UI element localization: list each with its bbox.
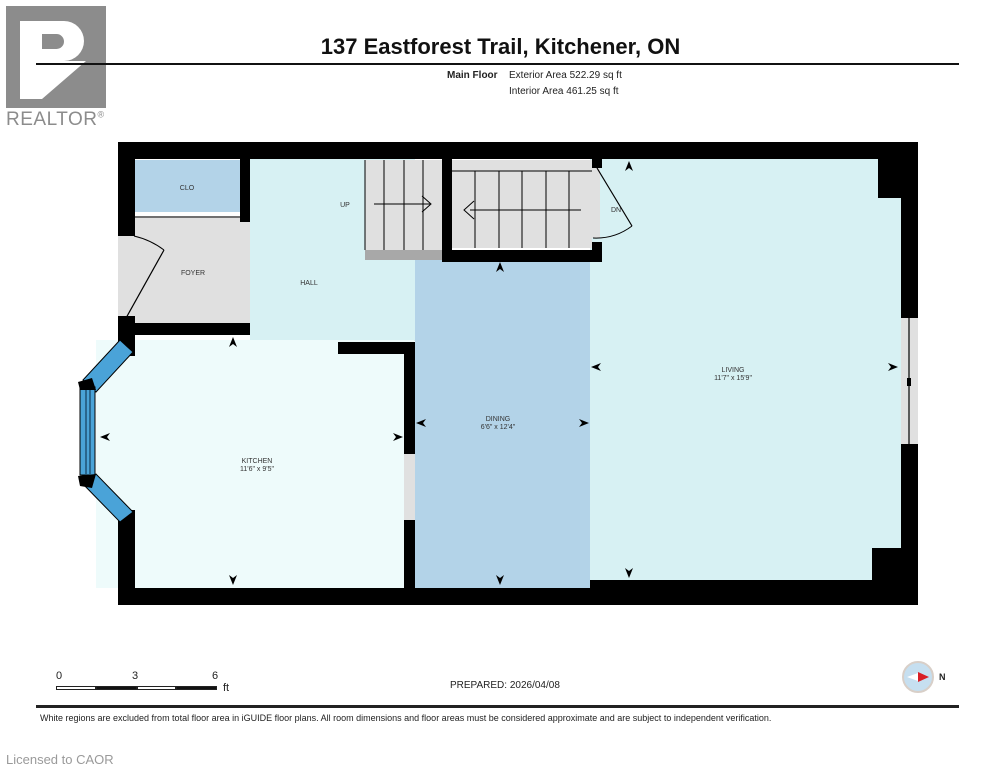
walls	[118, 142, 918, 605]
realtor-wordmark: REALTOR®	[6, 109, 105, 131]
compass-north-label: N	[939, 672, 946, 682]
realtor-wordmark-text: REALTOR	[6, 109, 98, 130]
kitchen-area	[96, 340, 414, 588]
license-watermark: Licensed to CAOR	[6, 752, 114, 767]
closet-label: CLO	[180, 185, 195, 192]
scale-segment	[176, 686, 217, 690]
up-stairs-landing	[365, 250, 443, 260]
compass-icon	[902, 661, 934, 693]
scale-tick-0: 0	[56, 670, 63, 682]
scale-segment	[137, 686, 176, 690]
kitchen-dining-opening	[404, 454, 415, 520]
registered-mark: ®	[97, 109, 105, 120]
disclaimer-text: White regions are excluded from total fl…	[40, 713, 772, 723]
sliding-door	[901, 318, 918, 444]
stair-door	[592, 167, 633, 239]
scale-tick-6: 6	[212, 670, 219, 682]
landing-strip	[592, 168, 600, 238]
dining-dimensions: 6'6" x 12'4"	[481, 424, 516, 431]
scale-unit: ft	[223, 682, 230, 694]
logo-r-counter	[42, 34, 64, 49]
scale-tick-3: 3	[132, 670, 139, 682]
logo-r-stem	[20, 21, 42, 99]
living-label: LIVING	[722, 367, 745, 374]
foyer-area	[118, 216, 250, 326]
kitchen-dimensions: 11'6" x 9'5"	[240, 466, 274, 473]
kitchen-label: KITCHEN	[242, 458, 273, 465]
up-stair-treads	[364, 160, 432, 250]
compass-needle-icon	[907, 672, 929, 682]
stairs-down-label: DN	[611, 207, 621, 214]
interior-area: Interior Area 461.25 sq ft	[509, 86, 619, 97]
bay-window	[78, 339, 134, 523]
kitchen-bay-area	[96, 340, 133, 520]
logo-r-leg	[42, 61, 86, 99]
living-dimensions: 11'7" x 15'9"	[714, 375, 752, 382]
down-stair-treads	[452, 170, 592, 248]
floor-label: Main Floor	[447, 70, 498, 81]
closet-area	[134, 160, 240, 212]
page-title: 137 Eastforest Trail, Kitchener, ON	[320, 34, 681, 59]
foyer-label: FOYER	[181, 270, 205, 277]
realtor-logo	[6, 6, 106, 108]
prepared-date: PREPARED: 2026/04/08	[450, 680, 560, 691]
scale-segment	[56, 686, 96, 690]
dining-label: DINING	[486, 416, 511, 423]
hall-label: HALL	[300, 280, 318, 287]
living-room-area	[590, 158, 908, 580]
footer-divider	[36, 705, 959, 708]
title-divider	[36, 63, 959, 65]
exterior-area: Exterior Area 522.29 sq ft	[509, 70, 622, 81]
dining-room-area	[415, 258, 590, 588]
dimension-arrows	[100, 161, 898, 585]
scale-segment	[96, 686, 137, 690]
entry-door	[118, 235, 165, 319]
stairs-up-label: UP	[340, 202, 350, 209]
